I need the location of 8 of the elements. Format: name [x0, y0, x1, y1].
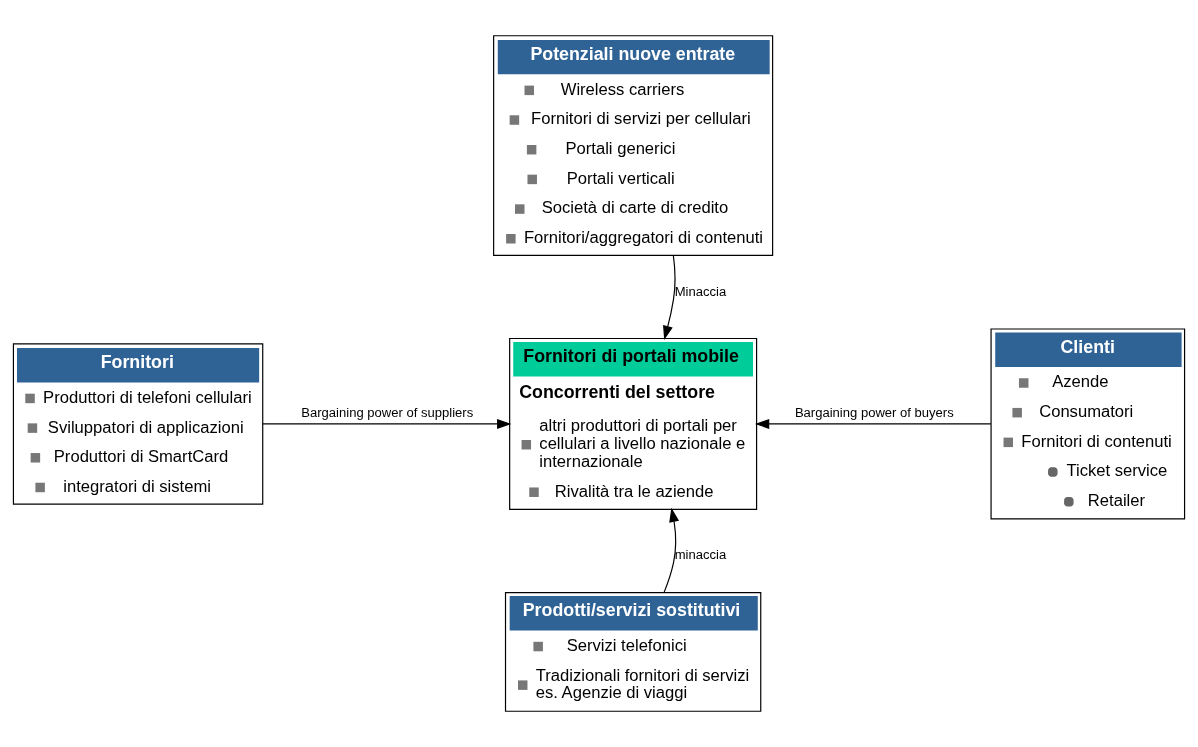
- arrow: [663, 255, 676, 341]
- arrow: [663, 507, 680, 593]
- edge-label: Minaccia: [674, 283, 727, 299]
- edge-label: Bargaining power of buyers: [794, 404, 954, 420]
- edge-label: minaccia: [674, 547, 727, 563]
- arrow: [754, 418, 992, 429]
- arrow: [262, 418, 512, 429]
- edge-label: Bargaining power of suppliers: [301, 404, 474, 420]
